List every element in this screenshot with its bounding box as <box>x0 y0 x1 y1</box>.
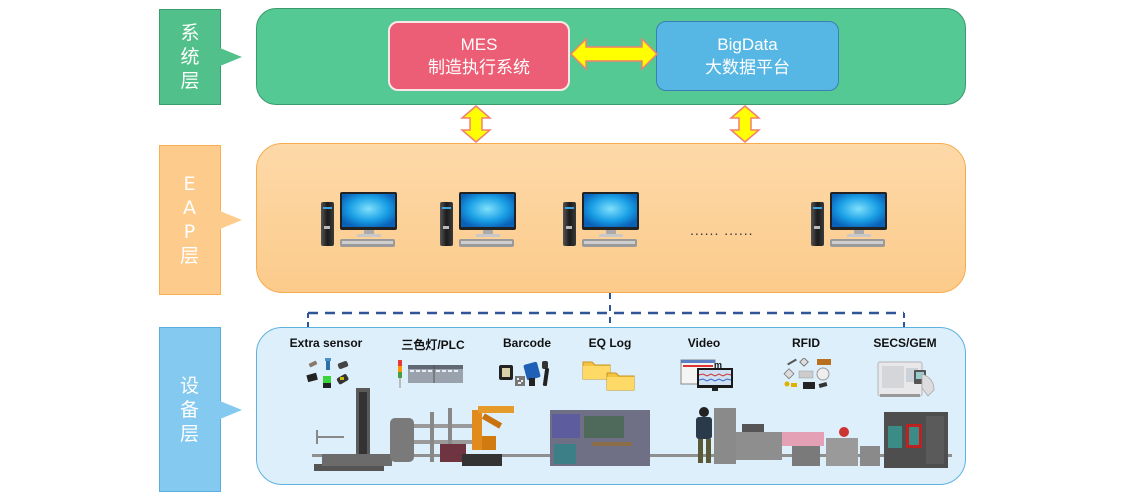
source-label-extra-sensor: Extra sensor <box>289 336 363 350</box>
video-monitor-icon: m <box>680 359 733 391</box>
mes-bigdata-double-arrow-icon <box>569 37 659 71</box>
mes-subtitle: 制造执行系统 <box>428 58 530 77</box>
pointer-arrow-icon <box>220 48 242 66</box>
system-layer-label: 系 统 层 <box>159 9 242 105</box>
pointer-arrow-icon <box>220 211 242 229</box>
production-line-illustration <box>312 388 952 471</box>
rfid-tags-icon <box>783 358 831 389</box>
signal-light-plc-icon <box>398 360 463 388</box>
source-label-rfid: RFID <box>792 336 820 350</box>
label-char: P <box>183 221 197 243</box>
eap-computer-icon <box>811 192 887 247</box>
label-char: 设 <box>179 374 200 397</box>
label-char: 系 <box>180 22 200 44</box>
label-char: A <box>183 197 197 219</box>
eap-device-connector <box>307 293 905 333</box>
eap-computer-icon <box>440 192 516 247</box>
system-eap-double-arrow-left-icon <box>459 105 493 143</box>
eap-computer-icon <box>563 192 639 247</box>
bigdata-box: BigData 大数据平台 <box>656 21 839 91</box>
source-label-plc: 三色灯/PLC <box>401 338 465 352</box>
source-label-eq-log: EQ Log <box>588 336 632 350</box>
cnc-machine-icon <box>877 361 935 397</box>
bigdata-subtitle: 大数据平台 <box>705 58 790 77</box>
device-layer-label: 设 备 层 <box>159 327 242 492</box>
label-char: 统 <box>180 46 200 68</box>
eap-computer-icon <box>321 192 397 247</box>
ellipsis-more-computers: ...... ...... <box>690 222 754 238</box>
barcode-scanner-icon <box>499 361 550 387</box>
label-char: E <box>183 173 197 195</box>
pointer-arrow-icon <box>220 400 242 419</box>
label-char: 层 <box>179 245 200 267</box>
sensors-icon <box>306 358 349 388</box>
label-char: 备 <box>179 398 200 421</box>
label-char: 层 <box>180 70 200 92</box>
source-label-barcode: Barcode <box>502 336 552 350</box>
mes-title: MES <box>460 35 498 54</box>
eap-layer-label: E A P 层 <box>159 145 242 295</box>
mes-box: MES 制造执行系统 <box>388 21 570 91</box>
bigdata-title: BigData <box>717 35 778 54</box>
system-eap-double-arrow-right-icon <box>728 105 762 143</box>
source-label-video: Video <box>687 336 721 350</box>
svg-text:m: m <box>714 360 722 370</box>
folders-icon <box>582 361 635 391</box>
label-char: 层 <box>179 422 200 445</box>
source-label-secs-gem: SECS/GEM <box>873 336 937 350</box>
